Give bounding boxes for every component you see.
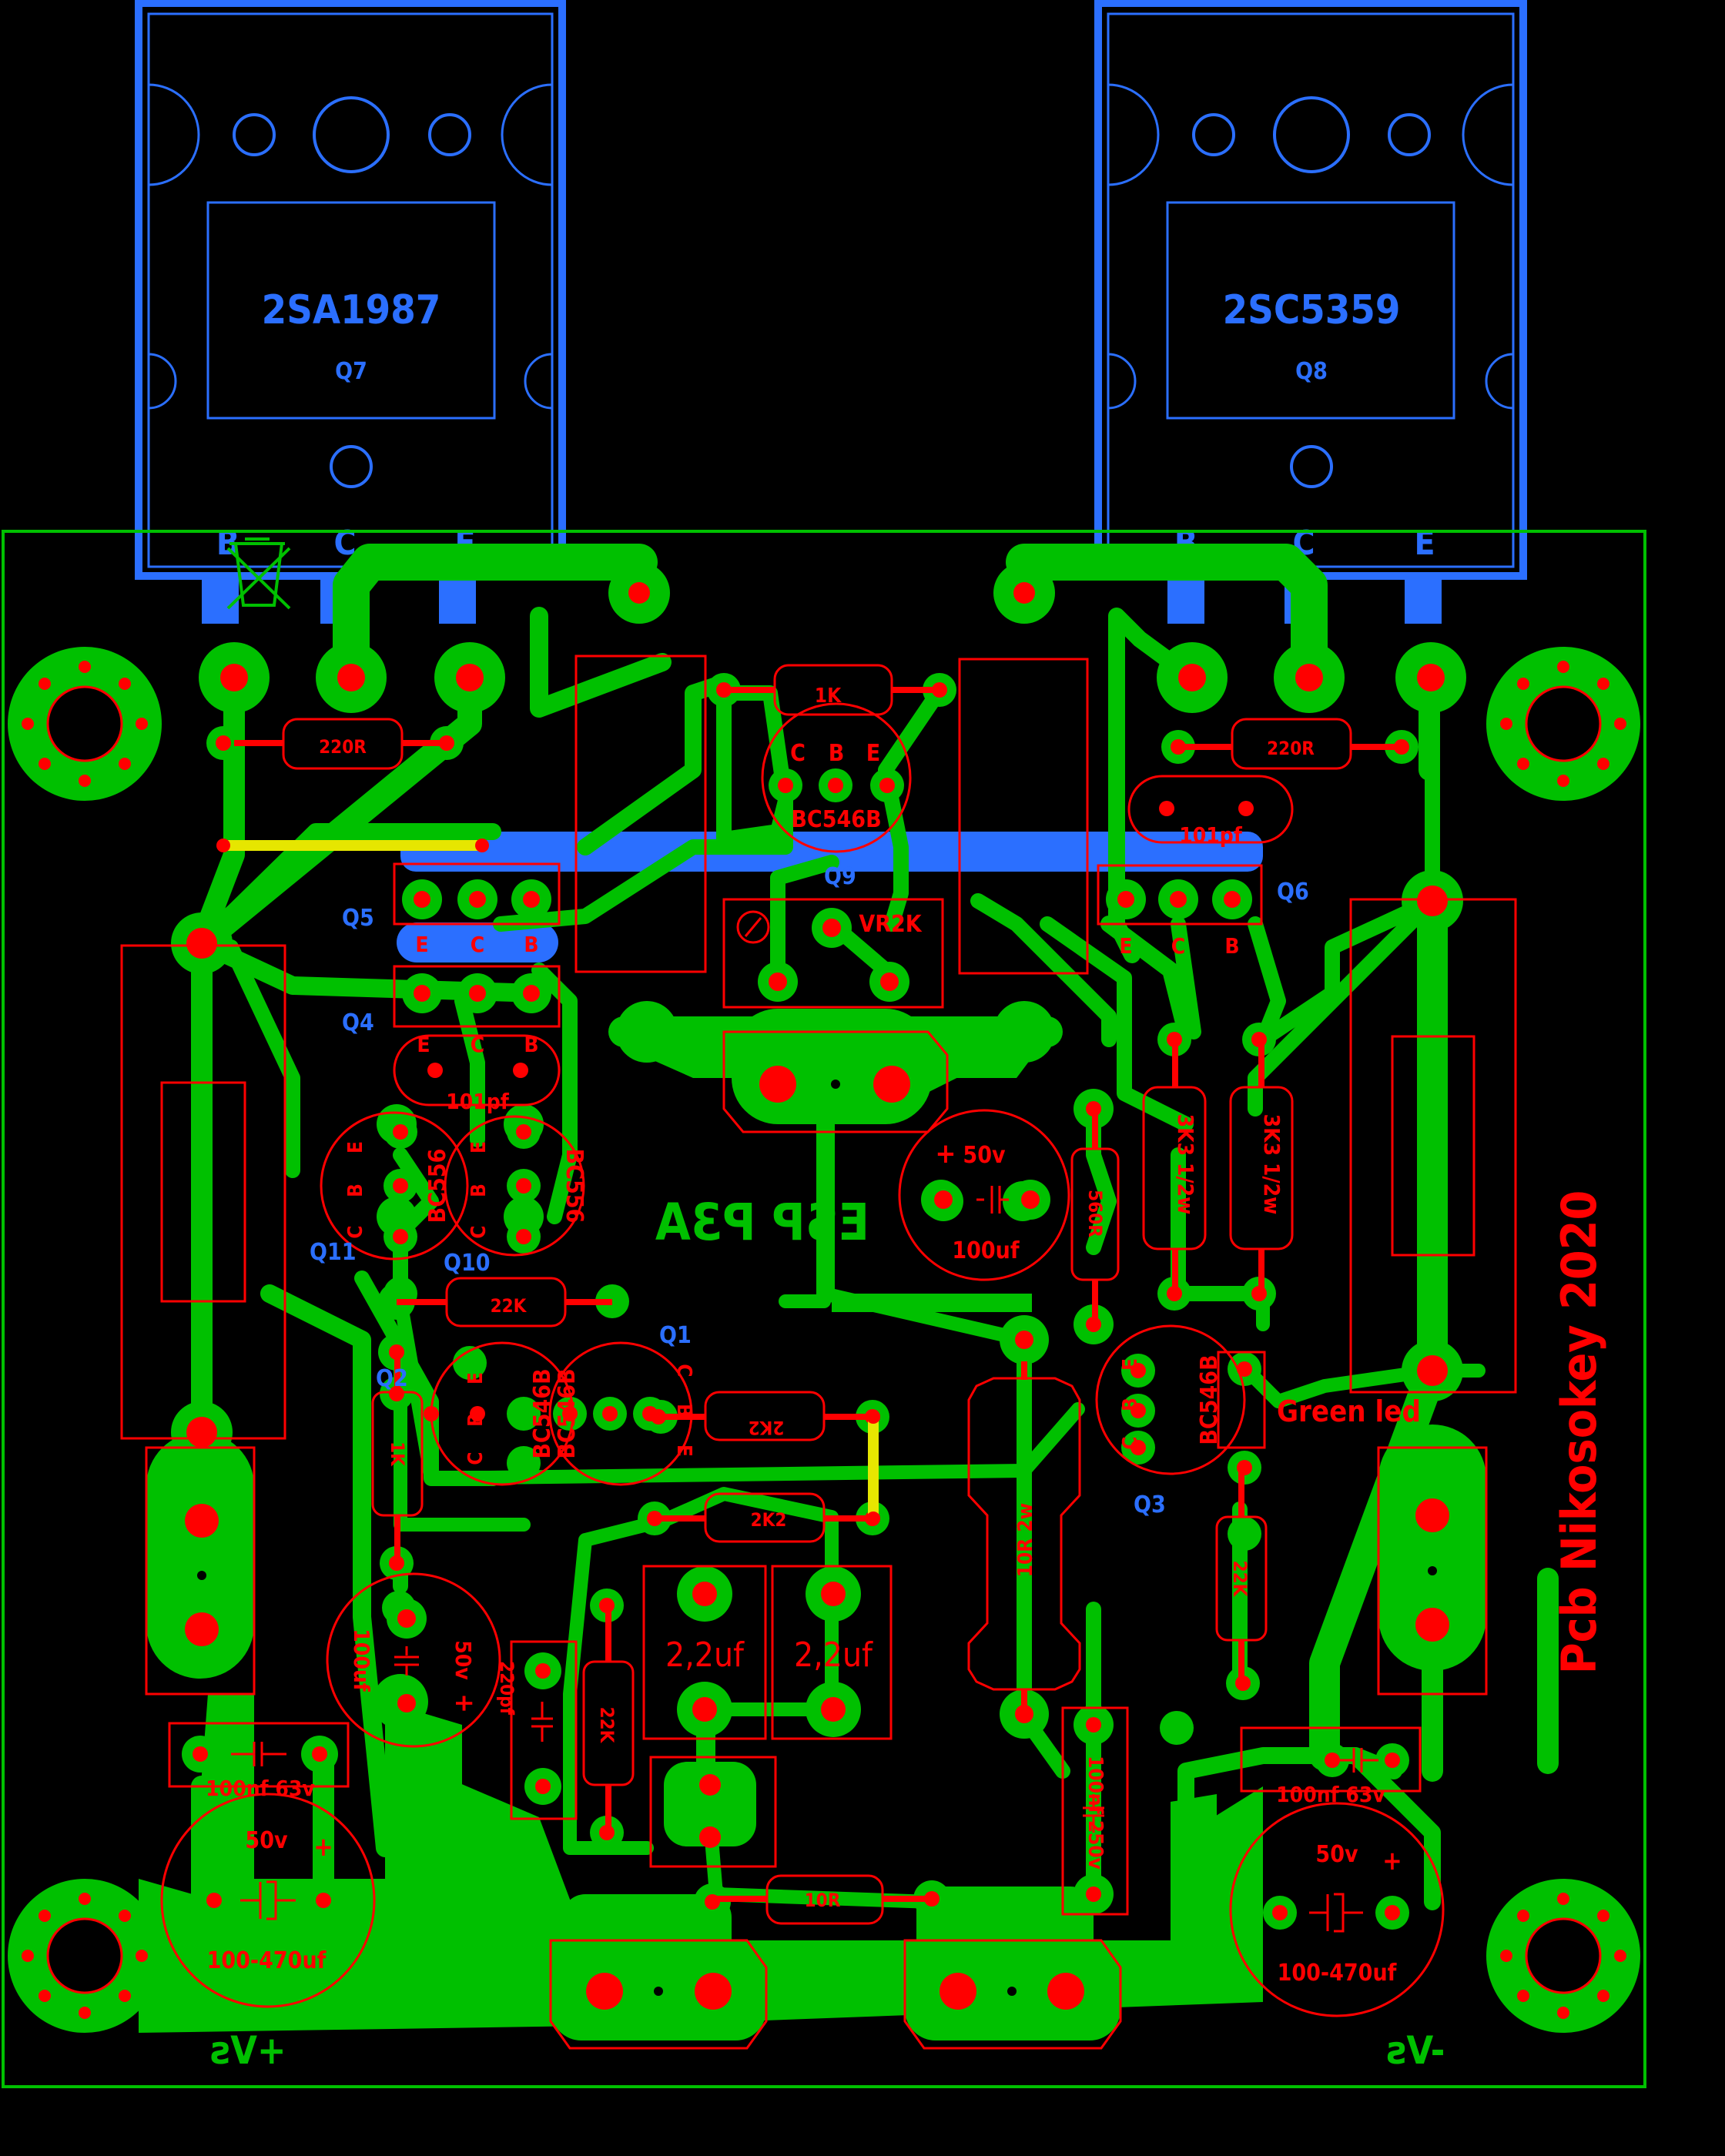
drill-centers bbox=[197, 1080, 1437, 1996]
q3-part-label: BC546B bbox=[1196, 1354, 1223, 1445]
cap-101pf-right-label: 101pf bbox=[1179, 822, 1243, 848]
cap-100uf-mid-plus: + bbox=[935, 1138, 956, 1170]
bin-icon bbox=[226, 537, 291, 610]
q2-pin-e: E bbox=[464, 1372, 487, 1384]
q1-pin-c: C bbox=[672, 1364, 695, 1377]
supply-pos-label: +Vs bbox=[209, 2028, 286, 2073]
q2-pin-c: C bbox=[464, 1451, 487, 1465]
board-name-mirrored: ESP P3A bbox=[655, 1193, 869, 1252]
q10-pin-e: E bbox=[467, 1141, 491, 1153]
pad-holes bbox=[193, 682, 1409, 1920]
q4-pin-e: E bbox=[417, 1032, 430, 1057]
q9-pin-c: C bbox=[790, 740, 806, 767]
resistor-2k2-a-label: 2K2 bbox=[749, 1417, 785, 1438]
q10-pin-b: B bbox=[467, 1183, 491, 1197]
q4-pin-b: B bbox=[524, 1032, 538, 1057]
cap-101pf-left-label: 101pf bbox=[446, 1089, 510, 1114]
resistor-3k3-b-label: 3K3 1/2w bbox=[1259, 1114, 1285, 1215]
cap-100uf-mid-value: 100uf bbox=[952, 1237, 1020, 1264]
q2-part-label: BC546B bbox=[529, 1368, 556, 1458]
cap-bulk-left-plus: + bbox=[313, 1832, 333, 1863]
q9-pin-e: E bbox=[866, 740, 880, 767]
credit-label: Pcb Nikosokey 2020 bbox=[1551, 1190, 1607, 1675]
q5-pin-e: E bbox=[415, 932, 428, 957]
cap-100nf-250v-label: 100nf 250v bbox=[1084, 1756, 1107, 1870]
cap-100uf-left-voltage: 50v bbox=[451, 1640, 476, 1680]
jumper-wires bbox=[218, 840, 879, 1524]
q3-pin-c: C bbox=[1119, 1436, 1142, 1449]
q5-ref: Q5 bbox=[342, 905, 374, 932]
q3-pin-e: E bbox=[1119, 1358, 1142, 1371]
q11-ref: Q11 bbox=[310, 1239, 357, 1266]
drill-holes bbox=[185, 582, 1449, 2010]
cap-bulk-left-value: 100-470uf bbox=[207, 1947, 327, 1974]
cap-100uf-mid-voltage: 50v bbox=[963, 1142, 1006, 1169]
supply-neg-label: -Vs bbox=[1386, 2028, 1445, 2073]
resistor-560r-label: 560R bbox=[1084, 1190, 1106, 1237]
q1-part-label: BC546B bbox=[554, 1368, 581, 1458]
transistor-q8-part: 2SC5359 bbox=[1223, 287, 1401, 333]
q11-pin-b: B bbox=[344, 1183, 367, 1197]
mounting-holes bbox=[22, 661, 1626, 2019]
resistor-2k2-b-label: 2K2 bbox=[751, 1509, 787, 1531]
trimmer-label: VR2K bbox=[859, 911, 922, 938]
resistor-22k-mid-label: 22K bbox=[491, 1295, 528, 1317]
resistor-220r-left-label: 220R bbox=[319, 736, 367, 758]
q5-pin-c: C bbox=[471, 932, 484, 957]
cap-bulk-right-value: 100-470uf bbox=[1278, 1960, 1397, 1987]
q10-ref: Q10 bbox=[444, 1250, 491, 1277]
q10-part-label: BC556 bbox=[561, 1149, 588, 1224]
cap-100nf-right-label: 100nf 63v bbox=[1276, 1782, 1385, 1807]
q3-pin-b: B bbox=[1119, 1398, 1142, 1411]
q1-ref: Q1 bbox=[659, 1322, 692, 1349]
cap-bulk-right-voltage: 50v bbox=[1315, 1841, 1358, 1868]
q1-pin-e: E bbox=[672, 1445, 695, 1457]
q6-pin-b: B bbox=[1224, 933, 1239, 959]
q11-pin-c: C bbox=[344, 1225, 367, 1238]
cap-100nf-left-label: 100nf 63v bbox=[206, 1776, 315, 1801]
q10-pin-c: C bbox=[467, 1225, 491, 1238]
q2-pin-b: B bbox=[464, 1413, 487, 1427]
resistor-220r-right-label: 220R bbox=[1267, 738, 1315, 759]
q11-part-label: BC556 bbox=[424, 1149, 451, 1224]
q9-pin-b: B bbox=[829, 740, 845, 767]
capacitor-symbols bbox=[231, 917, 1378, 1933]
q6-pin-e: E bbox=[1119, 933, 1132, 959]
transistor-q8-ref: Q8 bbox=[1295, 358, 1328, 385]
q4-ref: Q4 bbox=[342, 1009, 374, 1036]
q9-part-label: BC546B bbox=[791, 806, 881, 833]
q4-pin-c: C bbox=[471, 1032, 484, 1057]
resistor-22k-input-label: 22K bbox=[596, 1707, 618, 1744]
resistor-10r-2w-label: 10R 2w bbox=[1014, 1503, 1037, 1578]
cap-2u2-a-label: 2,2uf bbox=[665, 1635, 745, 1675]
cap-2u2-b-label: 2,2uf bbox=[794, 1635, 873, 1675]
q5-pin-b: B bbox=[524, 932, 538, 957]
board-outline bbox=[2, 530, 1646, 2088]
silkscreen-outlines bbox=[120, 654, 1517, 2050]
cap-100uf-left-plus: + bbox=[449, 1693, 480, 1713]
q1-pin-b: B bbox=[672, 1404, 695, 1418]
resistor-1k-left-label: 1K bbox=[387, 1441, 408, 1467]
q6-pin-c: C bbox=[1171, 933, 1185, 959]
resistor-1k-top-label: 1K bbox=[815, 685, 842, 708]
cap-bulk-left-voltage: 50v bbox=[245, 1827, 288, 1854]
pin-label: E bbox=[1414, 524, 1435, 563]
cap-bulk-right-plus: + bbox=[1382, 1846, 1402, 1876]
q9-ref: Q9 bbox=[824, 863, 856, 890]
q2-ref: Q2 bbox=[376, 1365, 408, 1392]
q6-ref: Q6 bbox=[1277, 879, 1309, 906]
transistor-q7-part: 2SA1987 bbox=[262, 287, 441, 333]
transistor-q7-ref: Q7 bbox=[335, 358, 367, 385]
led-label: Green led bbox=[1277, 1394, 1421, 1428]
q11-pin-e: E bbox=[344, 1141, 367, 1153]
resistor-3k3-a-label: 3K3 1/2w bbox=[1173, 1114, 1198, 1215]
resistor-22k-right-label: 22K bbox=[1229, 1561, 1251, 1598]
q3-ref: Q3 bbox=[1134, 1491, 1166, 1518]
cap-220pf-label: 220pf bbox=[496, 1661, 518, 1716]
cap-100uf-left-value: 100uf bbox=[349, 1629, 374, 1692]
resistor-10r-label: 10R bbox=[805, 1890, 841, 1911]
